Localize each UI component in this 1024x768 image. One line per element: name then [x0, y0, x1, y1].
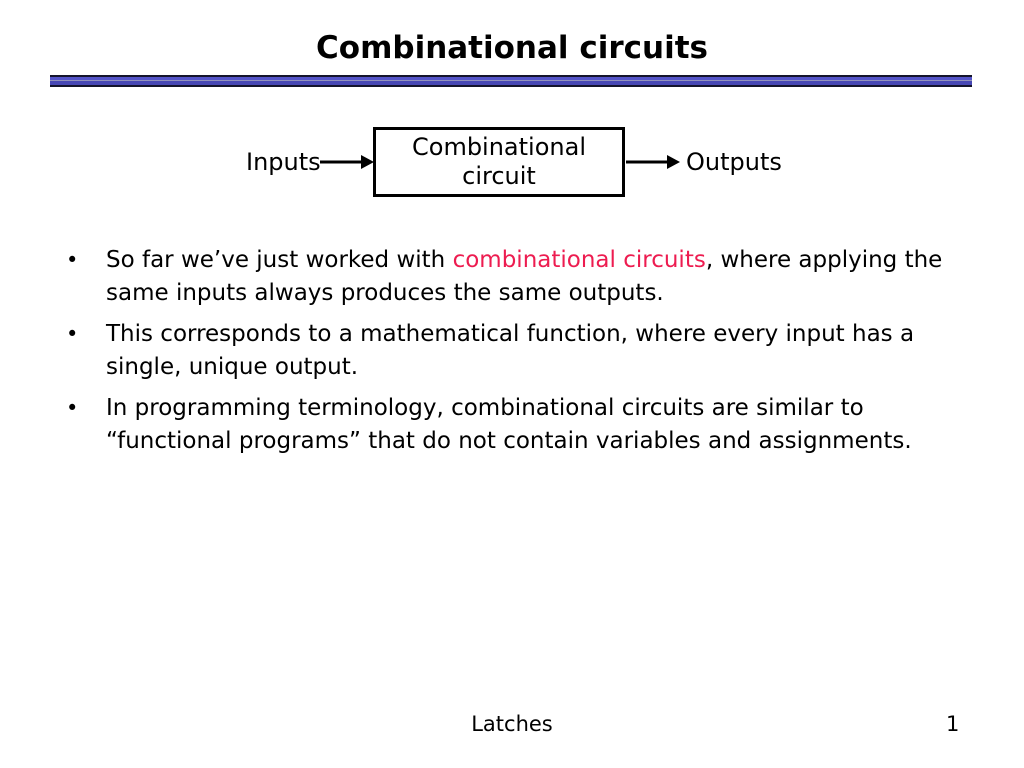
- bullet-text: In programming terminology, combinationa…: [106, 392, 976, 458]
- footer-title: Latches: [471, 712, 553, 736]
- input-arrow-icon: [320, 155, 374, 169]
- bullet-2-pre: This corresponds to a mathematical funct…: [106, 321, 915, 380]
- bullet-item-3: • In programming terminology, combinatio…: [56, 392, 976, 458]
- combinational-circuit-box: Combinational circuit: [373, 127, 625, 197]
- bullet-1-highlight: combinational circuits: [452, 247, 706, 273]
- output-arrow-icon: [626, 155, 680, 169]
- title-divider-bar: [50, 75, 972, 87]
- bullet-item-2: • This corresponds to a mathematical fun…: [56, 318, 976, 384]
- box-label-line1: Combinational: [412, 133, 586, 161]
- slide-title: Combinational circuits: [316, 30, 708, 66]
- bullet-marker: •: [66, 396, 79, 420]
- bullet-1-pre: So far we’ve just worked with: [106, 247, 453, 273]
- bullet-item-1: • So far we’ve just worked with combinat…: [56, 244, 976, 310]
- inputs-label: Inputs: [246, 148, 321, 176]
- bullet-marker: •: [66, 248, 79, 272]
- slide-page-number: 1: [946, 712, 960, 736]
- bullet-1-post: , where applying the same inputs always …: [106, 247, 943, 306]
- bullet-text: So far we’ve just worked with combinatio…: [106, 244, 976, 310]
- bullet-3-pre: In programming terminology, combinationa…: [106, 395, 912, 454]
- box-label-line2: circuit: [462, 162, 536, 190]
- bullet-text: This corresponds to a mathematical funct…: [106, 318, 976, 384]
- bullet-list: • So far we’ve just worked with combinat…: [56, 244, 976, 466]
- bullet-marker: •: [66, 322, 79, 346]
- outputs-label: Outputs: [686, 148, 782, 176]
